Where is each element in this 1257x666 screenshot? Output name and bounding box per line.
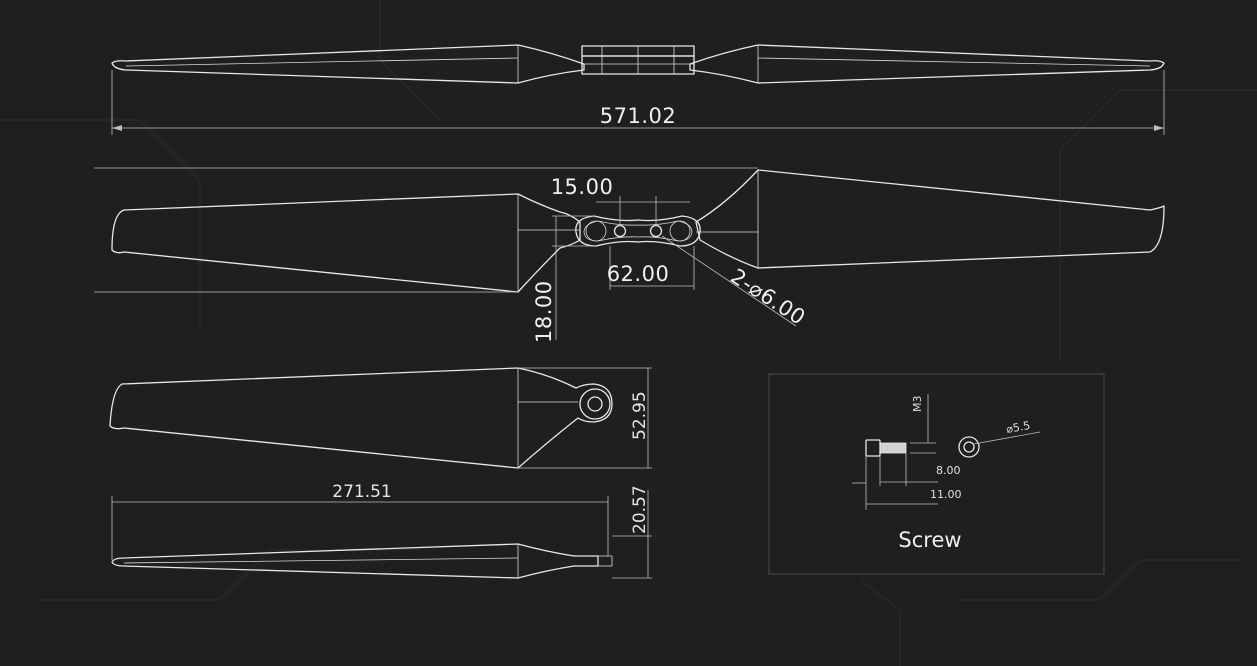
hub-slot-width-label: 15.00 [551,175,614,199]
hub-height-label: 18.00 [532,280,556,343]
shank-length-label: 8.00 [936,464,961,477]
blade-root-width-label: 52.95 [630,391,650,440]
hole-callout-label: 2-⌀6.00 [726,264,809,330]
head-diameter-label: ⌀5.5 [1005,419,1031,436]
screw-head-icon [958,436,980,458]
front-view-propeller [111,169,1165,293]
total-length-label: 11.00 [930,488,962,501]
blade-thickness-label: 20.57 [630,485,650,534]
overall-length-label: 571.02 [600,104,676,128]
blade-length-label: 271.51 [332,482,391,502]
overall-length-dimension: 571.02 [111,70,1165,135]
screw-detail-panel: M3 ⌀5.5 8.00 11.00 Screw [768,373,1105,575]
single-blade-side-view: 271.51 20.57 [111,482,652,579]
single-blade-front-view: 52.95 [109,367,652,469]
screw-caption: Screw [898,528,961,552]
top-view-propeller [111,44,1165,84]
hub-length-label: 62.00 [607,262,670,286]
screw-side-icon [865,439,907,457]
thread-size-label: M3 [911,396,924,413]
hub-dimensions: 15.00 62.00 18.00 2-⌀6.00 [94,167,810,343]
